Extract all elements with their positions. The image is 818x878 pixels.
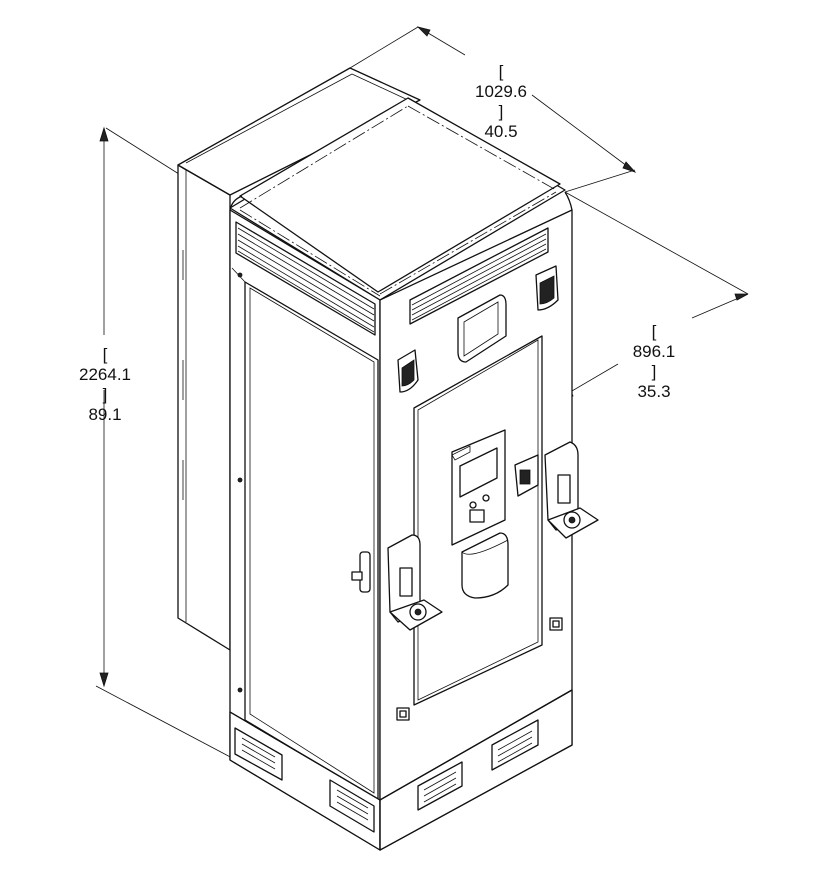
right-side-latch [514,454,539,497]
base-plinth [229,689,573,851]
right-connector-holster [544,441,599,539]
front-vent-louvers [409,227,549,325]
height-imperial: 89.1 [88,405,122,424]
depth-imperial: 35.3 [637,382,671,401]
width-imperial: 40.5 [484,122,518,141]
height-metric: [2264.1] [79,345,131,404]
left-connector-holster [387,534,443,631]
width-metric: [1029.6] [475,62,527,121]
width-dimension-label: [1029.6] 40.5 [456,62,546,142]
height-dimension-label: [2264.1] 89.1 [62,345,148,425]
top-back-housing [177,67,421,196]
depth-dimension-label: [896.1] 35.3 [612,322,696,402]
depth-metric: [896.1] [632,322,676,381]
cabinet-body [229,97,599,851]
left-vent-louvers [235,221,376,336]
rear-panel [177,164,231,651]
